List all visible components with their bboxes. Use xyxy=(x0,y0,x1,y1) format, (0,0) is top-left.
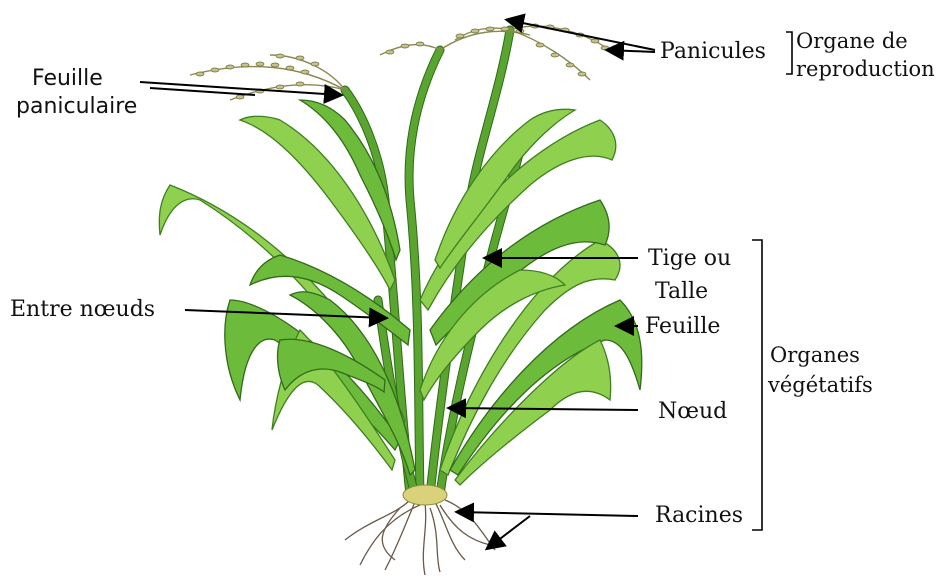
bracket-reproduction xyxy=(786,32,792,74)
grains xyxy=(196,24,609,99)
arrow-entre-noeuds xyxy=(185,310,385,318)
label-panicules: Panicules xyxy=(660,39,766,64)
label-noeud: Nœud xyxy=(658,399,727,424)
label-organes-vegetatifs-line1: Organes xyxy=(770,343,860,367)
label-organes-vegetatifs-line2: végétatifs xyxy=(767,373,873,397)
plant-base xyxy=(403,485,447,505)
label-organe-reproduction-line2: reproduction xyxy=(796,57,935,81)
arrow-panicules-1 xyxy=(508,20,655,50)
label-entre-noeuds: Entre nœuds xyxy=(10,297,155,322)
label-tige-line2: Talle xyxy=(655,279,708,304)
arrow-panicules-2 xyxy=(608,50,655,52)
label-feuille: Feuille xyxy=(645,314,720,339)
label-tige-line1: Tige ou xyxy=(648,246,731,271)
leaves xyxy=(159,100,642,485)
roots xyxy=(345,500,495,575)
arrow-racines-1 xyxy=(458,512,638,516)
label-organe-reproduction-line1: Organe de xyxy=(796,29,908,53)
label-feuille-paniculaire-line1: Feuille xyxy=(32,66,103,91)
bracket-vegetatifs xyxy=(752,240,762,530)
label-feuille-paniculaire-line2: paniculaire xyxy=(16,94,137,119)
label-racines: Racines xyxy=(655,503,743,528)
arrow-racines-2 xyxy=(488,516,530,548)
